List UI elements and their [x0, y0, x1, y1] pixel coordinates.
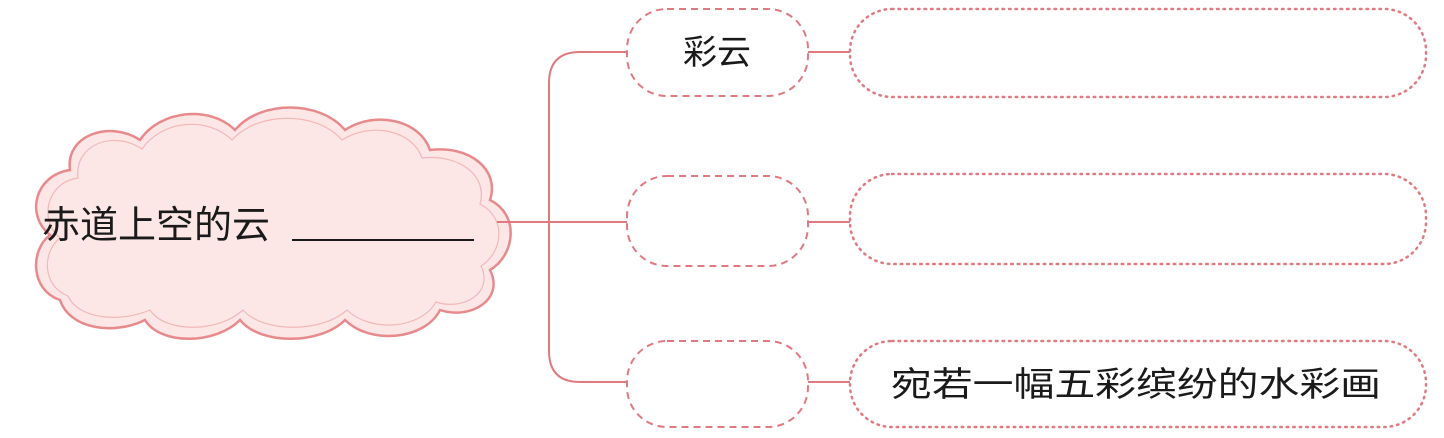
branch-name-1: 彩云 — [683, 33, 751, 73]
connector-spine — [548, 51, 627, 383]
branch-name-box-1[interactable] — [626, 8, 809, 97]
branch-description-box-3[interactable] — [848, 339, 1428, 429]
branch-description-box-2[interactable] — [848, 172, 1428, 266]
branch-description-box-1[interactable] — [848, 7, 1428, 99]
branch-description-3: 宛若一幅五彩缤纷的水彩画 — [891, 365, 1381, 405]
branch-texts: 彩云 宛若一幅五彩缤纷的水彩画 — [683, 33, 1381, 405]
main-topic-cloud: 赤道上空的云 — [34, 106, 512, 340]
branch-name-box-2[interactable] — [626, 175, 809, 267]
connector-lines — [497, 51, 850, 383]
branch-name-box-3[interactable] — [626, 340, 809, 428]
branch-name-nodes — [626, 8, 809, 428]
main-topic-label: 赤道上空的云 — [42, 203, 270, 247]
branch-description-nodes — [848, 7, 1428, 429]
cloud-inner-outline — [46, 117, 500, 328]
cloud-shape — [34, 106, 512, 340]
